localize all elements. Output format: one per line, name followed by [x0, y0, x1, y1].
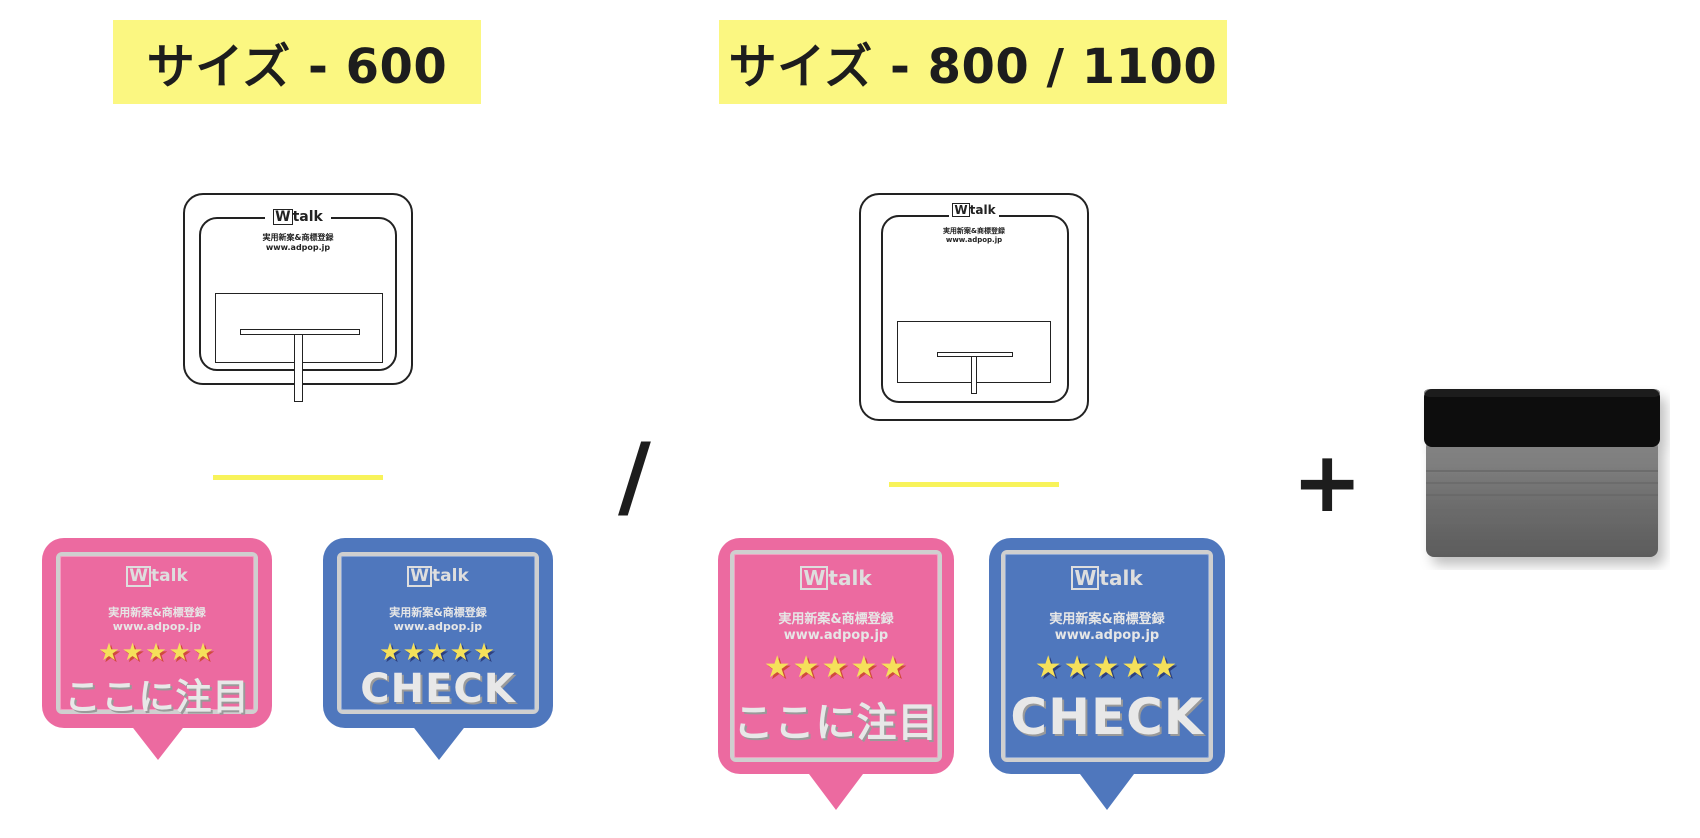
- size-header-600-label: サイズ - 600: [146, 39, 448, 95]
- sticker-blue-800-tail: [1077, 770, 1137, 810]
- template-600-text: 実用新案&商標登録 www.adpop.jp: [262, 233, 334, 253]
- separator-line-left: [213, 475, 383, 480]
- sticker-blue-600-label: CHECK: [360, 666, 516, 712]
- sticker-blue-800-text: 実用新案&商標登録 www.adpop.jp: [1049, 612, 1165, 644]
- sticker-blue-800-label: CHECK: [1010, 688, 1204, 746]
- sticker-pink-600-frame: [56, 552, 258, 714]
- squeegee-felt: [1424, 389, 1660, 447]
- template-800-t-stem: [971, 356, 977, 394]
- stars-icon: ★★★★★: [98, 638, 216, 666]
- sticker-pink-600-label: ここに注目: [64, 677, 250, 718]
- squeegee-icon: [1424, 389, 1660, 557]
- stars-icon: ★★★★★: [1034, 650, 1180, 685]
- w-logo-icon: W: [126, 566, 152, 587]
- sticker-pink-600-body: [42, 538, 272, 728]
- size-header-800-1100: サイズ - 800 / 1100: [719, 20, 1227, 104]
- sticker-blue-600-body: [323, 538, 553, 728]
- sticker-pink-800-tail: [806, 770, 866, 810]
- w-logo-icon: W: [952, 203, 970, 217]
- size-header-600: サイズ - 600: [113, 20, 481, 104]
- sticker-pink-800-frame: [730, 550, 942, 762]
- template-800-text: 実用新案&商標登録 www.adpop.jp: [942, 227, 1006, 245]
- plus-icon: +: [1292, 433, 1363, 531]
- sticker-pink-800-label: ここに注目: [733, 700, 939, 746]
- sticker-blue-800-body: [989, 538, 1225, 774]
- w-logo-icon: W: [1071, 566, 1100, 590]
- sticker-pink-600-tail: [130, 724, 186, 760]
- sticker-blue-600-tail: [411, 724, 467, 760]
- sticker-blue-600-frame: [337, 552, 539, 714]
- slash-separator: /: [618, 424, 651, 529]
- w-logo-icon: W: [800, 566, 829, 590]
- sticker-pink-800-text: 実用新案&商標登録 www.adpop.jp: [778, 612, 894, 644]
- separator-line-right: [889, 482, 1059, 487]
- sticker-pink-800-body: [718, 538, 954, 774]
- size-header-800-1100-label: サイズ - 800 / 1100: [728, 39, 1218, 95]
- sticker-pink-600-text: 実用新案&商標登録 www.adpop.jp: [108, 606, 206, 633]
- squeegee-body: [1426, 439, 1658, 557]
- template-600-t-stem: [294, 334, 303, 402]
- sticker-blue-800-frame: [1001, 550, 1213, 762]
- stars-icon: ★★★★★: [763, 650, 909, 685]
- w-logo-icon: W: [407, 566, 433, 587]
- sticker-blue-600-text: 実用新案&商標登録 www.adpop.jp: [389, 606, 487, 633]
- w-logo-icon: W: [273, 209, 293, 225]
- stars-icon: ★★★★★: [379, 638, 497, 666]
